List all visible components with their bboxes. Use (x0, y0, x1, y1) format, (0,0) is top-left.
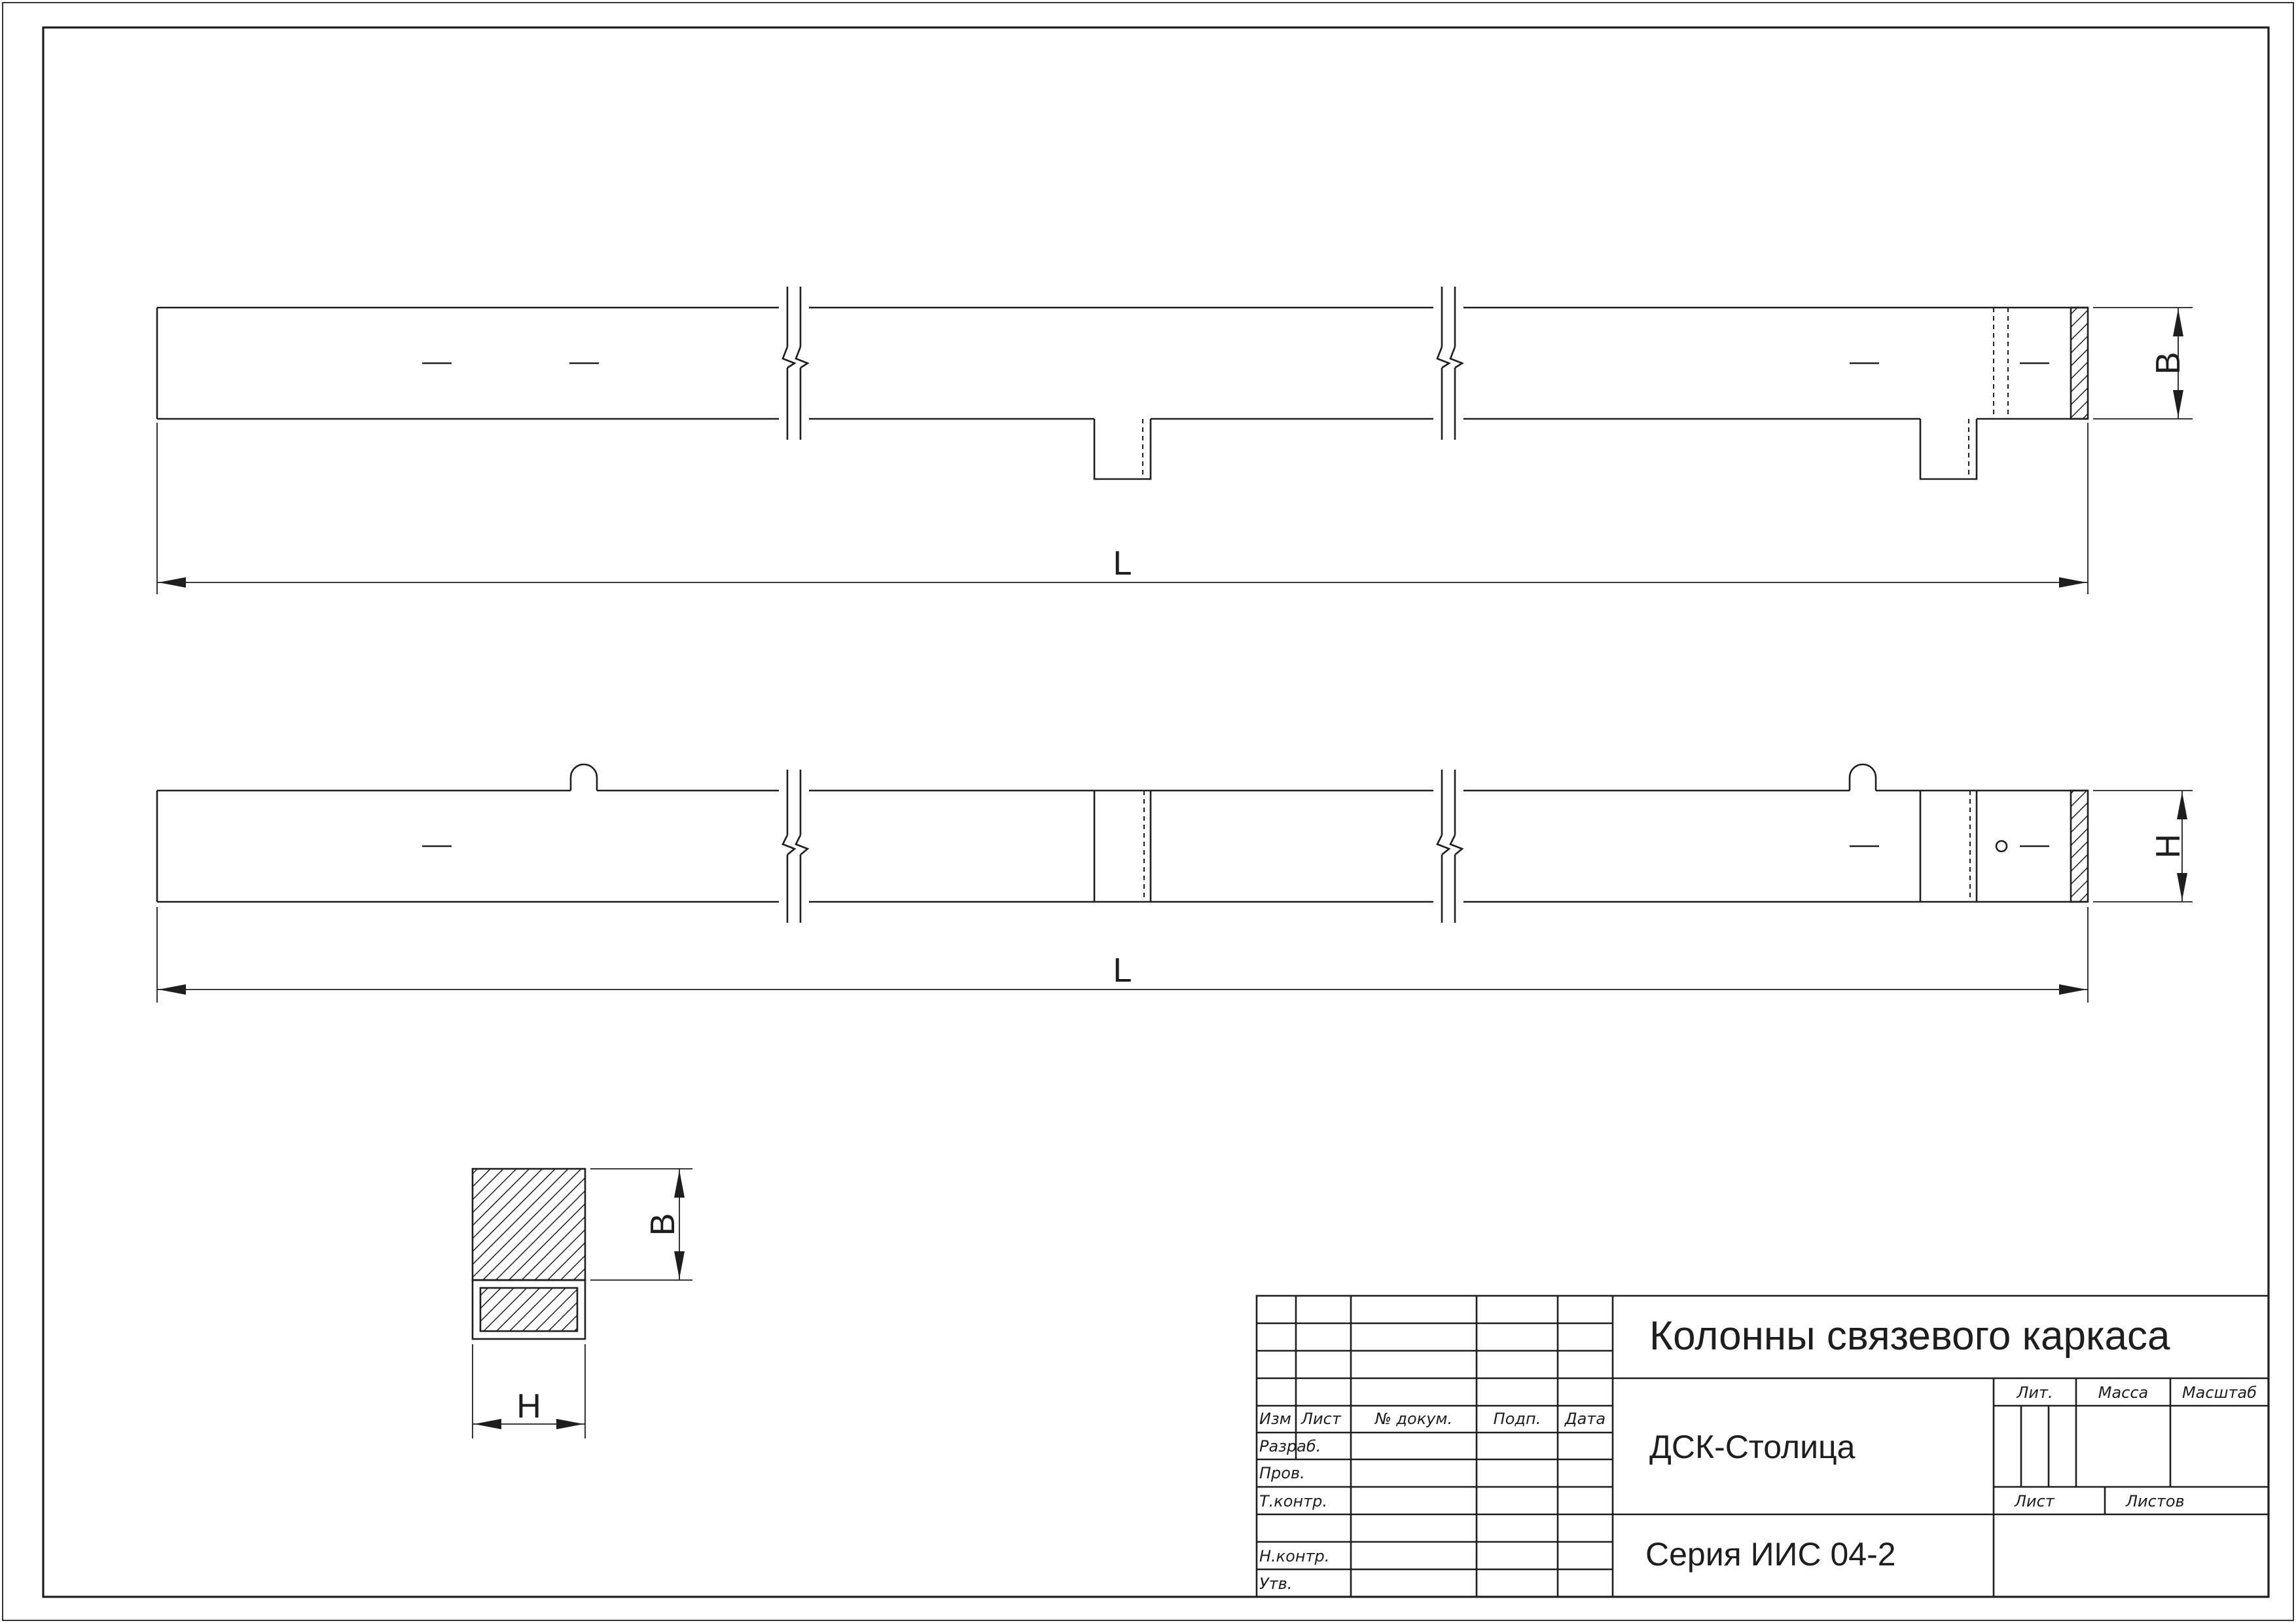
title-block: Изм Лист № докум. Подп. Дата Разраб. Про… (1255, 1294, 2270, 1598)
tb-role-checked: Пров. (1259, 1464, 1305, 1482)
dimension-label-width: B (2149, 352, 2187, 375)
column-elevation-view: L H (156, 763, 2193, 1003)
tb-col-signature: Подп. (1494, 1410, 1541, 1428)
tb-col-change: Изм (1259, 1410, 1291, 1428)
dimension-label-length: L (1113, 544, 1132, 582)
tb-role-norm-control: Н.контр. (1259, 1547, 1329, 1565)
column-plan-view: L B (156, 287, 2193, 594)
tb-info-sheets: Листов (2125, 1492, 2185, 1510)
inner-frame (42, 26, 2270, 1598)
tb-info-scale: Масштаб (2182, 1383, 2257, 1402)
tb-role-approved: Утв. (1259, 1575, 1292, 1593)
tb-col-doc-number: № докум. (1374, 1410, 1452, 1428)
tb-info-sheet: Лист (2014, 1492, 2055, 1510)
drawing-title: Колонны связевого каркаса (1649, 1313, 2170, 1359)
tb-info-letter: Лит. (2016, 1383, 2053, 1402)
column-cross-section: B H (471, 1168, 692, 1438)
tb-col-sheet: Лист (1300, 1410, 1342, 1428)
dimension-label-height: H (2149, 834, 2187, 859)
tb-info-mass: Масса (2098, 1383, 2149, 1402)
tb-col-date: Дата (1564, 1410, 1605, 1428)
dimension-label-length: L (1113, 952, 1132, 990)
organization-name: ДСК-Столица (1649, 1429, 1856, 1465)
tb-role-tech-control: Т.контр. (1259, 1492, 1327, 1510)
tb-role-developed: Разраб. (1259, 1437, 1321, 1455)
section-dimension-height: H (516, 1387, 541, 1425)
series-name: Серия ИИС 04-2 (1645, 1536, 1896, 1573)
section-dimension-width: B (644, 1213, 682, 1236)
